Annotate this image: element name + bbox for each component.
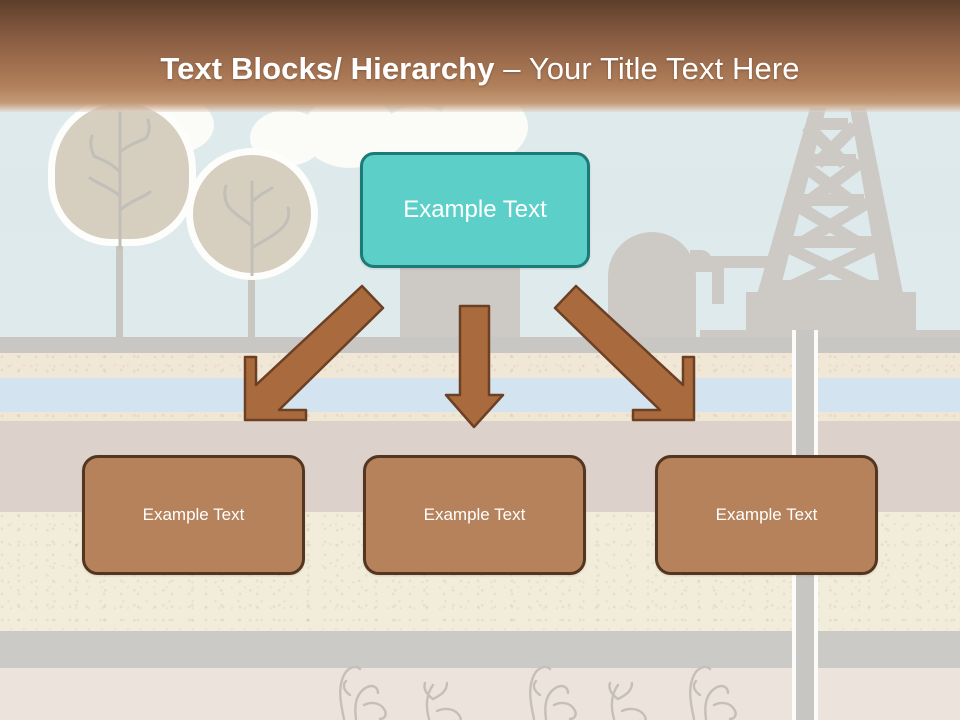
tree-branches — [223, 180, 291, 276]
tank-pipe-elbow — [690, 250, 712, 272]
tree-trunk — [116, 200, 123, 340]
page-title-separator: – — [503, 51, 529, 86]
hierarchy-child-label-1: Example Text — [142, 505, 245, 524]
tank-pipe-drop — [712, 256, 724, 304]
storage-tank — [608, 232, 696, 340]
tree-trunk — [248, 246, 255, 340]
page-title-normal: Your Title Text Here — [528, 51, 800, 86]
arrow-down-icon — [444, 304, 505, 429]
tree-branches — [88, 110, 152, 250]
hierarchy-child-label-3: Example Text — [715, 505, 818, 524]
hierarchy-child-box-3[interactable]: Example Text — [655, 455, 878, 575]
root-system-icon — [339, 665, 737, 720]
hierarchy-child-label-2: Example Text — [423, 505, 526, 524]
hierarchy-root-box[interactable]: Example Text — [360, 152, 590, 268]
hierarchy-child-box-2[interactable]: Example Text — [363, 455, 586, 575]
page-title: Text Blocks/ Hierarchy – Your Title Text… — [0, 52, 960, 86]
page-title-bold: Text Blocks/ Hierarchy — [160, 51, 504, 86]
slide-header: Text Blocks/ Hierarchy – Your Title Text… — [0, 0, 960, 112]
arrow-down-right-icon — [553, 284, 696, 422]
hierarchy-root-label: Example Text — [403, 196, 547, 223]
arrow-down-left-icon — [243, 284, 385, 422]
hierarchy-child-box-1[interactable]: Example Text — [82, 455, 305, 575]
